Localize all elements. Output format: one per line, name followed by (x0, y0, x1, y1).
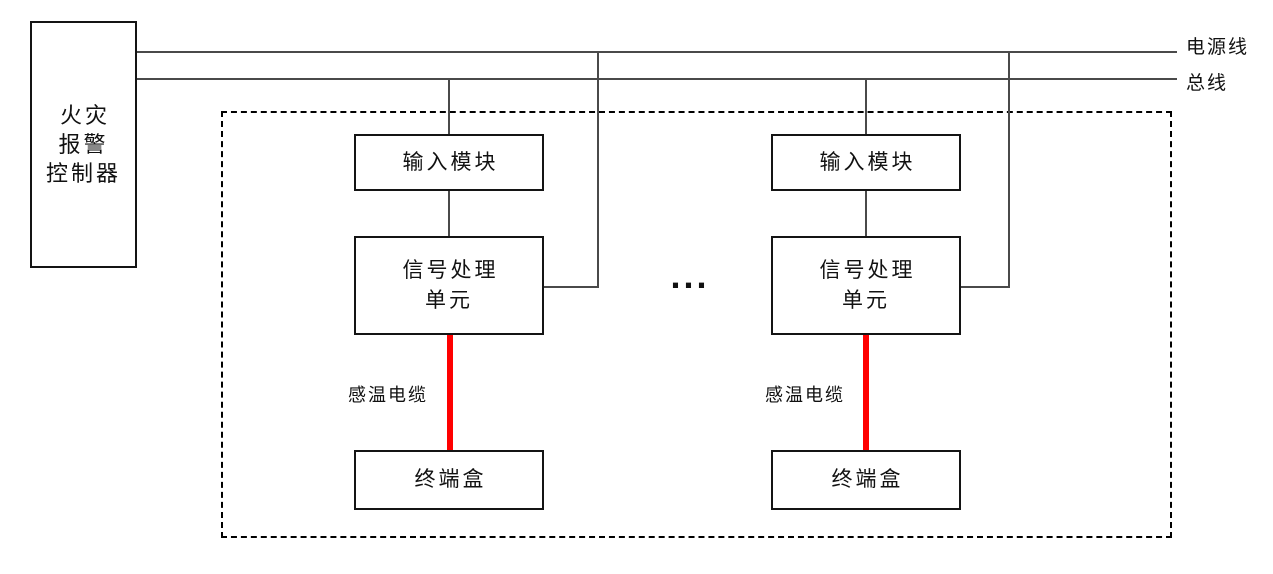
sensing-cable-label: 感温电缆 (765, 385, 845, 405)
sensing-cable-label: 感温电缆 (348, 385, 428, 405)
bus-line (137, 78, 1177, 80)
power-drop-line (1008, 52, 1010, 288)
bus-line-label: 总线 (1186, 73, 1229, 94)
power-branch-line (961, 286, 1010, 288)
bus-drop-line (865, 79, 867, 134)
repeat-ellipsis: ... (670, 255, 710, 296)
terminal-box: 终端盒 (354, 450, 544, 510)
input-module-box: 输入模块 (354, 134, 544, 191)
signal-processing-unit-box: 信号处理 单元 (354, 236, 544, 335)
input-to-signal-connector (448, 191, 450, 236)
power-branch-line (544, 286, 599, 288)
bus-drop-line (448, 79, 450, 134)
power-line-label: 电源线 (1186, 37, 1250, 58)
terminal-box: 终端盒 (771, 450, 961, 510)
signal-processing-unit-box: 信号处理 单元 (771, 236, 961, 335)
input-module-box: 输入模块 (771, 134, 961, 191)
power-drop-line (597, 52, 599, 288)
input-to-signal-connector (865, 191, 867, 236)
fire-alarm-controller-box: 火灾 报警 控制器 (30, 21, 137, 268)
power-line (137, 51, 1177, 53)
sensing-cable-line (447, 335, 453, 450)
sensing-cable-line (863, 335, 869, 450)
detection-zone-dashed-boundary (221, 111, 1172, 538)
